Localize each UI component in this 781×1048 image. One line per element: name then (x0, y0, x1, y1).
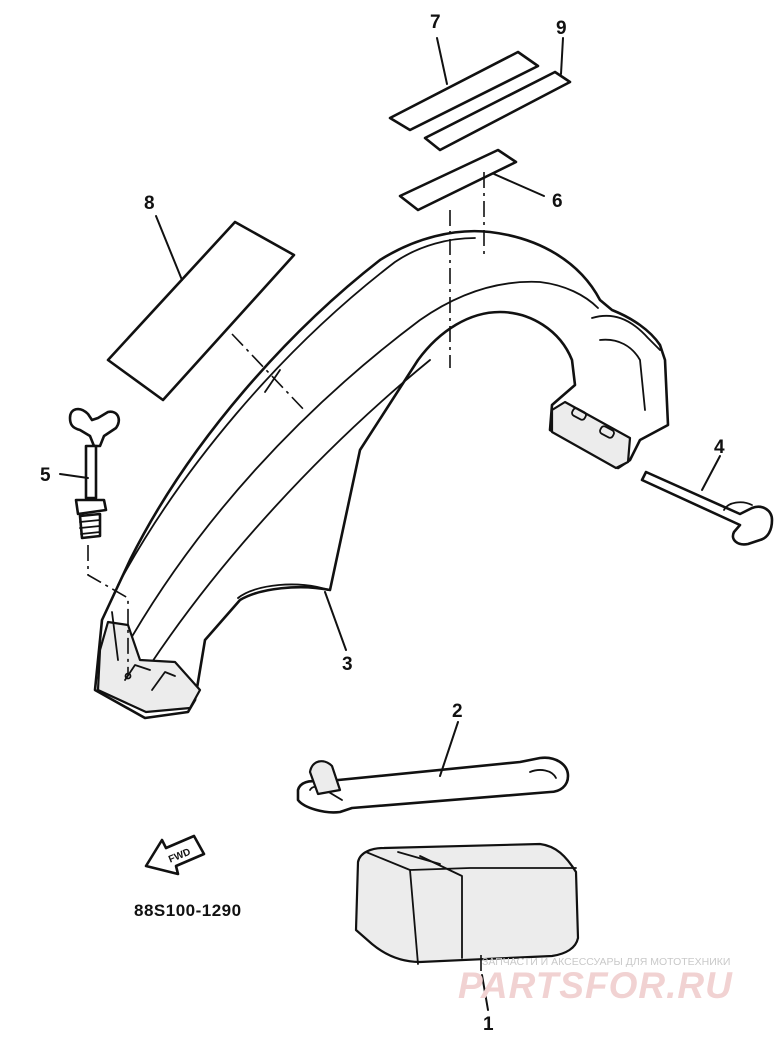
part-number-6: 6 (552, 191, 563, 212)
part-number-1: 1 (483, 1014, 494, 1035)
emblem-strip-7 (388, 50, 540, 132)
part-number-2: 2 (452, 701, 463, 722)
leader-lines (59, 37, 721, 1011)
wing-bolt-5 (68, 407, 121, 540)
alignment-lines (87, 172, 485, 984)
emblem-plate-6 (398, 148, 518, 212)
side-emblem-plate-8 (106, 220, 296, 402)
part-number-8: 8 (144, 193, 155, 214)
watermark: ЗАПЧАСТИ И АКСЕССУАРЫ ДЛЯ МОТОТЕХНИКИ PA… (458, 956, 733, 1006)
forward-direction-arrow: FWD (144, 834, 206, 876)
long-pin-4 (640, 470, 774, 546)
part-number-3: 3 (342, 654, 353, 675)
battery-strap-2 (296, 756, 570, 814)
emblem-strip-9 (423, 70, 572, 152)
battery-1 (354, 842, 580, 965)
part-number-9: 9 (556, 18, 567, 39)
watermark-tagline: ЗАПЧАСТИ И АКСЕССУАРЫ ДЛЯ МОТОТЕХНИКИ (482, 956, 730, 968)
diagram-code: 88S100-1290 (134, 901, 242, 920)
part-number-4: 4 (714, 437, 725, 458)
watermark-site: PARTSFOR.RU (458, 965, 733, 1006)
part-number-labels: 7 9 6 8 5 4 3 2 1 (40, 12, 725, 1035)
rear-fender-3 (93, 229, 670, 720)
part-number-5: 5 (40, 465, 51, 486)
part-number-7: 7 (430, 12, 441, 33)
